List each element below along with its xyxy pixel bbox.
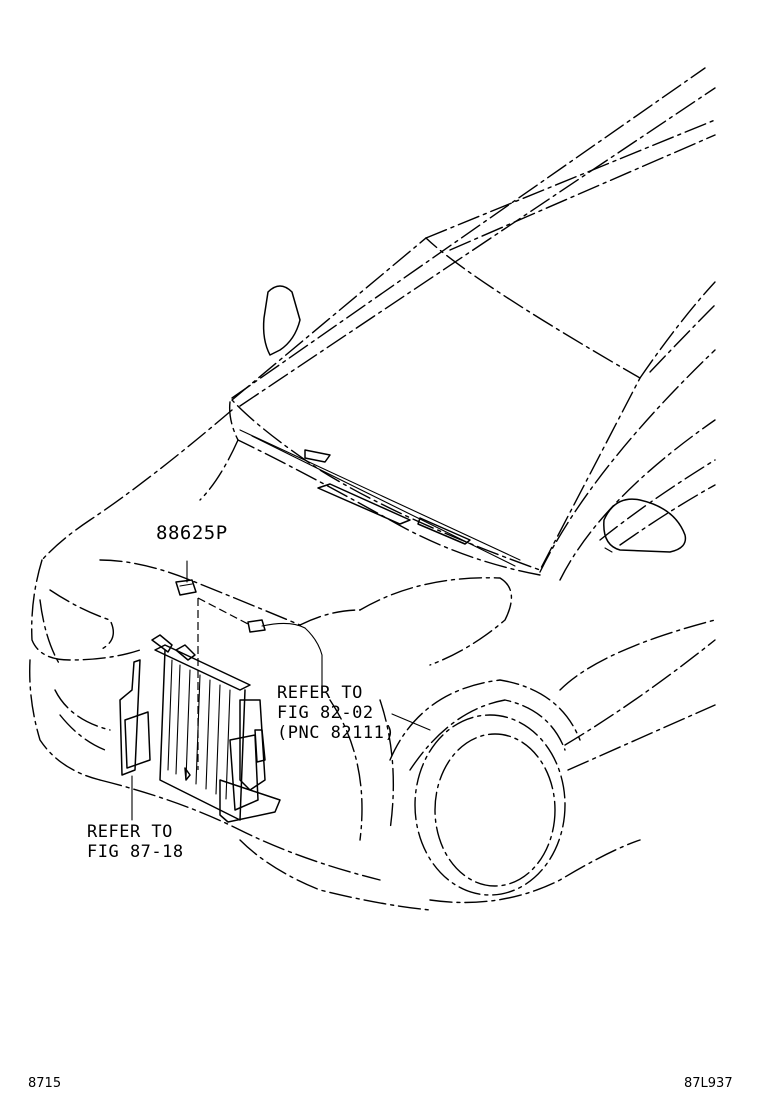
callout-radiator-line1: REFER TO: [87, 822, 173, 842]
connector-88625p: [175, 579, 306, 633]
windshield-outline: [231, 237, 716, 571]
figure-code-left: 8715: [28, 1076, 62, 1091]
wipers: [239, 429, 521, 567]
side-mirror: [603, 498, 687, 553]
callout-hood-line1: REFER TO: [277, 683, 363, 703]
figure-code-right: 87L937: [684, 1076, 733, 1091]
part-number-label: 88625P: [156, 522, 228, 544]
front-bumper: [29, 559, 431, 911]
interior-mirror: [262, 285, 301, 356]
leader-lines: [131, 560, 431, 821]
callout-radiator-line2: FIG 87-18: [87, 842, 184, 862]
front-wheel: [389, 619, 716, 904]
callout-hood-line2: FIG 82-02: [277, 703, 374, 723]
radiator-assembly: [119, 634, 281, 823]
hood-outline: [41, 401, 541, 666]
side-window-outline: [539, 349, 716, 581]
roof-outline: [231, 67, 716, 407]
callout-hood-line3: (PNC 82111): [277, 723, 396, 743]
